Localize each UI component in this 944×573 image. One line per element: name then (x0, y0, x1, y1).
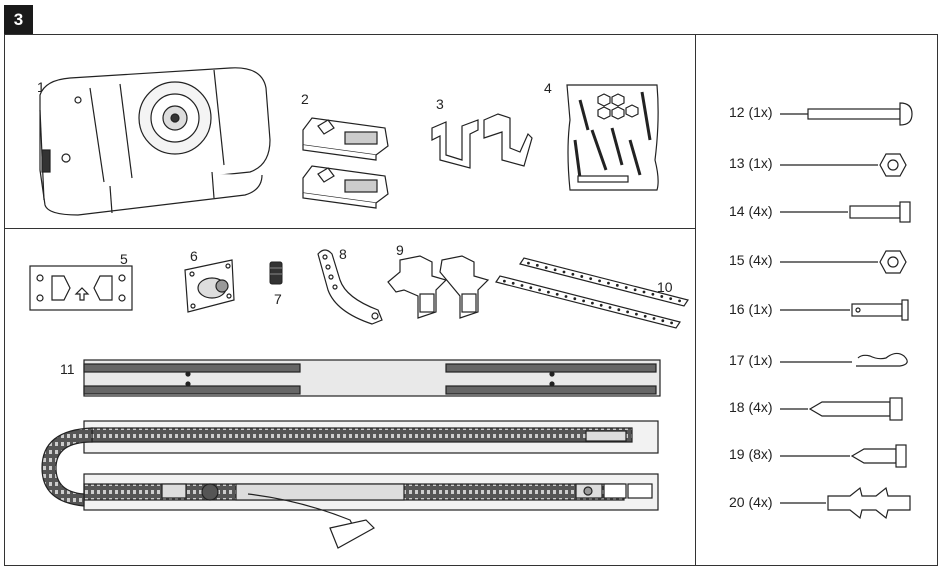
strap-hole (599, 303, 603, 307)
strap-hole (535, 263, 539, 267)
strap-hole (642, 290, 646, 294)
hex-nut-15 (780, 250, 907, 274)
strap-hole (660, 295, 664, 298)
wall-brackets (302, 117, 389, 209)
hex-nut-13 (780, 153, 907, 177)
hardware-label-20: 20 (4x) (729, 494, 773, 510)
strap-hole (678, 299, 681, 303)
strap-hole (527, 261, 530, 265)
wall-anchor-20 (780, 486, 911, 520)
strap-hole (670, 321, 673, 325)
strap-hole (547, 290, 550, 294)
hardware-label-17: 17 (1x) (729, 352, 773, 368)
hardware-label-13: 13 (1x) (729, 155, 773, 171)
part-number-1: 1 (37, 79, 45, 95)
strap-hole (529, 286, 533, 290)
hardware-label-16: 16 (1x) (729, 301, 773, 317)
hitch-pin-17 (780, 352, 908, 367)
hardware-label-18: 18 (4x) (729, 399, 773, 415)
strap-hole (553, 268, 557, 272)
parts-frame (4, 34, 938, 566)
horizontal-divider (4, 228, 696, 229)
part-number-7: 7 (274, 291, 282, 307)
strap-hole (580, 275, 584, 278)
trolley-plate (184, 259, 235, 313)
door-arm (317, 249, 383, 325)
strap-hole (651, 292, 655, 296)
strap-hole (571, 272, 575, 276)
strap-hole (573, 297, 577, 301)
strap-hole (635, 312, 638, 316)
fastener-bag (566, 84, 659, 191)
rail-top (83, 359, 661, 397)
part-number-2: 2 (301, 91, 309, 107)
step-number-badge: 3 (4, 5, 33, 34)
part-number-6: 6 (190, 248, 198, 264)
wood-screw-18 (780, 397, 903, 421)
strap-hole (520, 284, 524, 287)
part-number-8: 8 (339, 246, 347, 262)
part-number-9: 9 (396, 242, 404, 258)
strap-hole (562, 270, 566, 274)
strap-hole (598, 279, 601, 283)
strap-hole (511, 281, 515, 285)
strap-hole (608, 306, 612, 309)
clevis-pin-16 (780, 299, 909, 321)
hardware-label-19: 19 (8x) (729, 446, 773, 462)
strap-hole (538, 288, 541, 292)
strap-hole (582, 299, 585, 303)
strap-hole (624, 286, 628, 289)
part-number-3: 3 (436, 96, 444, 112)
hardware-label-12: 12 (1x) (729, 104, 773, 120)
strap-hole (643, 314, 647, 318)
spacer-sleeve (269, 261, 283, 285)
strap-hole (615, 283, 619, 287)
perforated-straps (495, 257, 689, 329)
part-number-11: 11 (60, 361, 75, 377)
strap-holes (503, 261, 681, 325)
mounting-plate (29, 265, 133, 311)
strap-hole (669, 297, 673, 301)
strap-hole (633, 288, 637, 292)
motor-unit (39, 67, 271, 216)
part-number-4: 4 (544, 80, 552, 96)
strap-hole (607, 281, 610, 285)
strap-hole (617, 308, 621, 312)
rail-with-belt (41, 420, 659, 549)
strap-hole (555, 292, 559, 296)
u-brackets (387, 255, 490, 319)
strap-hole (503, 279, 506, 283)
strap-hole (544, 266, 548, 269)
strap-hole (661, 319, 665, 323)
hex-bolt-14 (780, 201, 911, 223)
part-number-10: 10 (657, 279, 673, 295)
lag-screw-19 (780, 444, 907, 468)
hardware-label-14: 14 (4x) (729, 203, 773, 219)
strap-hole (652, 317, 656, 320)
carriage-bolt-12 (780, 102, 913, 126)
strap-hole (626, 310, 629, 314)
strap-hole (591, 301, 594, 305)
part-number-5: 5 (120, 251, 128, 267)
strap-hole (589, 277, 593, 281)
strap-hole (564, 295, 568, 298)
hardware-label-15: 15 (4x) (729, 252, 773, 268)
vertical-divider (695, 34, 696, 566)
door-brackets (431, 113, 533, 169)
